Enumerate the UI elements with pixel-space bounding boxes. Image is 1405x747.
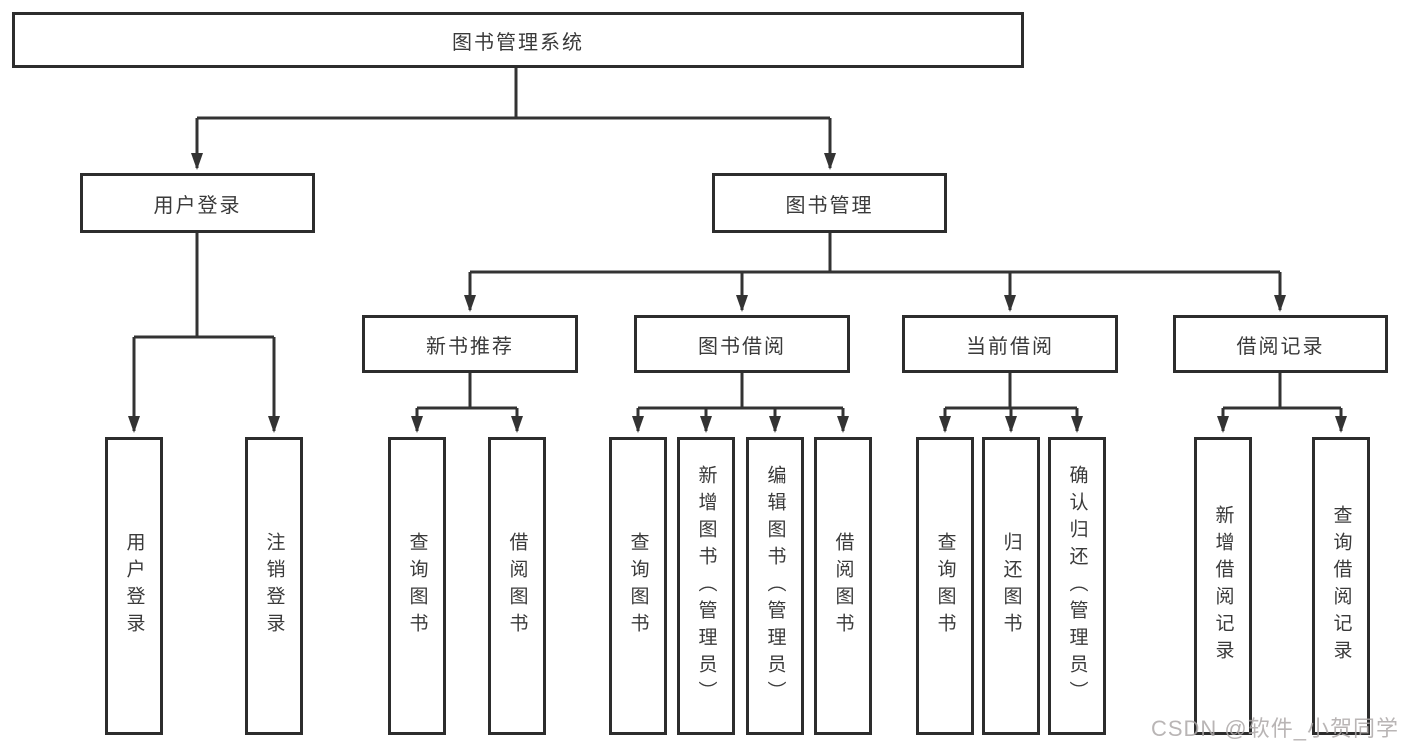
connector-user-login-branch bbox=[134, 233, 274, 339]
leaf-bb-query-books: 查询图书 bbox=[609, 437, 667, 735]
node-new-book-recommend: 新书推荐 bbox=[362, 315, 578, 373]
node-current-borrowing: 当前借阅 bbox=[902, 315, 1118, 373]
node-book-management: 图书管理 bbox=[712, 173, 947, 233]
connector-current-borrowing-branch bbox=[945, 373, 1077, 410]
leaf-cb-confirm-return-admin: 确认归还（管理员） bbox=[1048, 437, 1106, 735]
connector-book-borrowing-branch bbox=[638, 373, 843, 410]
node-book-borrowing: 图书借阅 bbox=[634, 315, 850, 373]
connector-book-management-branch bbox=[470, 233, 1280, 274]
connector-root-branch bbox=[197, 68, 830, 120]
leaf-br-query-record: 查询借阅记录 bbox=[1312, 437, 1370, 735]
leaf-user-login: 用户登录 bbox=[105, 437, 163, 735]
node-borrowing-records: 借阅记录 bbox=[1173, 315, 1388, 373]
leaf-nb-query-books: 查询图书 bbox=[388, 437, 446, 735]
node-user-login: 用户登录 bbox=[80, 173, 315, 233]
node-library-management-system: 图书管理系统 bbox=[12, 12, 1024, 68]
leaf-br-add-record: 新增借阅记录 bbox=[1194, 437, 1252, 735]
leaf-nb-borrow-books: 借阅图书 bbox=[488, 437, 546, 735]
leaf-logout: 注销登录 bbox=[245, 437, 303, 735]
leaf-bb-add-books-admin: 新增图书（管理员） bbox=[677, 437, 735, 735]
leaf-bb-borrow-books: 借阅图书 bbox=[814, 437, 872, 735]
watermark-text: CSDN @软件_小贺同学 bbox=[1150, 716, 1399, 741]
connector-borrowing-records-branch bbox=[1223, 373, 1341, 410]
leaf-cb-return-books: 归还图书 bbox=[982, 437, 1040, 735]
leaf-cb-query-books: 查询图书 bbox=[916, 437, 974, 735]
leaf-bb-edit-books-admin: 编辑图书（管理员） bbox=[746, 437, 804, 735]
connector-new-book-branch bbox=[417, 373, 517, 410]
